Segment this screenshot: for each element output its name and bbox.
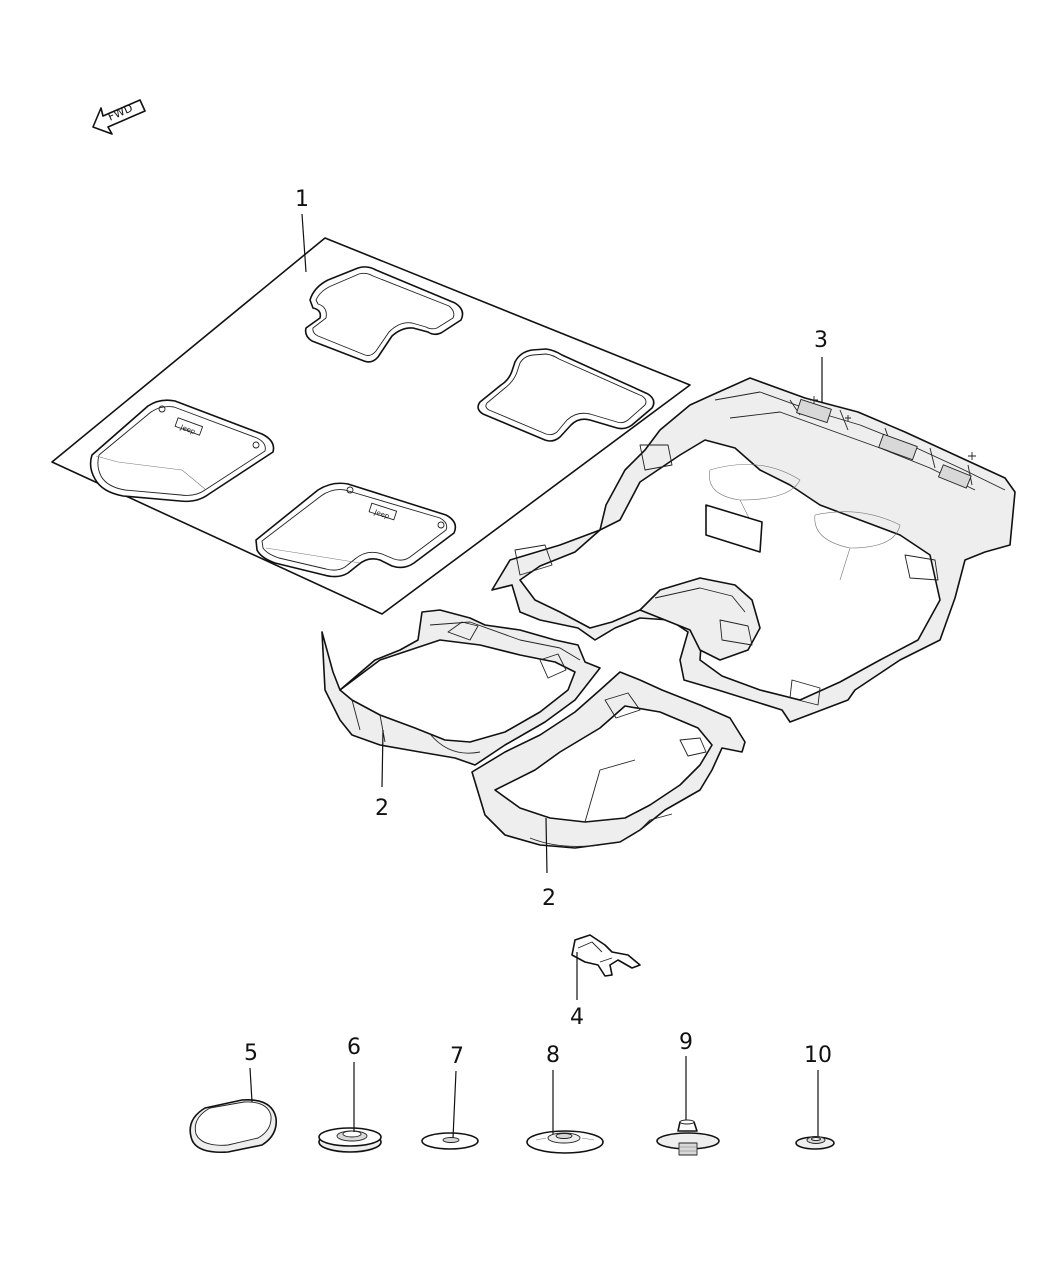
callout-2b: 2 bbox=[542, 886, 556, 911]
mat-front-right bbox=[477, 348, 655, 442]
callout-8: 8 bbox=[546, 1043, 560, 1068]
retainer[interactable] bbox=[526, 1130, 604, 1154]
callout-1: 1 bbox=[295, 187, 309, 212]
callout-7: 7 bbox=[450, 1044, 464, 1069]
mat-rear-left: Jeep bbox=[89, 399, 275, 503]
leader-lines bbox=[249, 213, 823, 1139]
washer[interactable] bbox=[421, 1132, 479, 1150]
small-grommet[interactable] bbox=[795, 1136, 835, 1150]
mat-front-left bbox=[304, 266, 464, 363]
callout-5: 5 bbox=[244, 1041, 258, 1066]
plug-cap[interactable] bbox=[189, 1099, 278, 1154]
callout-10: 10 bbox=[804, 1043, 832, 1068]
carpet-bracket[interactable] bbox=[571, 934, 641, 977]
main-carpet[interactable] bbox=[491, 377, 1016, 723]
callout-3: 3 bbox=[814, 328, 828, 353]
mat-rear-right: Jeep bbox=[255, 482, 457, 578]
callout-6: 6 bbox=[347, 1035, 361, 1060]
forward-arrow-icon: FWD bbox=[92, 99, 146, 135]
callout-4: 4 bbox=[570, 1005, 584, 1030]
floor-mat-kit[interactable]: Jeep Jeep bbox=[51, 237, 691, 615]
callout-2a: 2 bbox=[375, 796, 389, 821]
push-fastener[interactable] bbox=[656, 1119, 720, 1156]
callout-9: 9 bbox=[679, 1030, 693, 1055]
front-carpet[interactable] bbox=[321, 609, 746, 849]
grommet[interactable] bbox=[318, 1127, 382, 1153]
